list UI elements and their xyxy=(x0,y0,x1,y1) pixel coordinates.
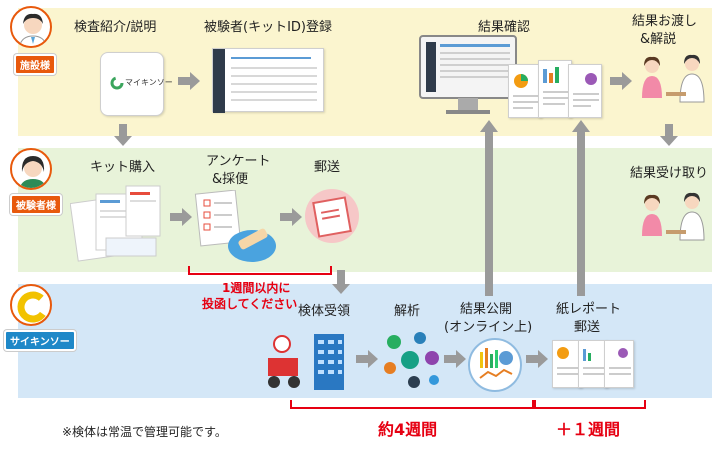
bacteria-analysis-icon xyxy=(384,332,439,388)
step-receive-results-label: 結果受け取り xyxy=(630,166,709,181)
deadline-note-line2: 投函してください xyxy=(202,297,298,311)
arrow-down-icon xyxy=(332,270,350,294)
plus-one-week-label: ＋１週間 xyxy=(556,420,621,439)
step-paper-report-label-2: 郵送 xyxy=(574,320,601,335)
step-handover-label-2: &解説 xyxy=(640,32,677,47)
report-page-3 xyxy=(568,64,602,118)
kit-package-icon xyxy=(70,185,161,262)
deadline-note-line1: 1週間以内に xyxy=(222,281,291,295)
paper-report-page-1 xyxy=(552,340,582,388)
mykinso-brochure: マイキンソー xyxy=(100,52,173,116)
footnote-room-temperature: ※検体は常温で管理可能です。 xyxy=(62,425,227,439)
monitor-icon xyxy=(419,35,517,114)
step-analysis-label: 解析 xyxy=(394,304,421,319)
step-survey-label-1: アンケート xyxy=(206,154,271,169)
arrow-right-icon xyxy=(280,208,302,226)
delivery-and-lab-icon xyxy=(268,334,344,390)
consultation-illustration xyxy=(642,54,705,103)
arrow-right-icon xyxy=(610,72,632,90)
step-mail-label: 郵送 xyxy=(314,160,341,175)
mykinso-logo-text: マイキンソー xyxy=(125,78,173,87)
mykinso-logo-icon xyxy=(110,76,124,90)
four-weeks-bracket xyxy=(290,400,534,409)
step-publish-label-2: (オンライン上) xyxy=(444,320,533,335)
arrow-down-icon xyxy=(660,124,678,146)
step-publish-label-1: 結果公開 xyxy=(460,302,513,317)
arrow-right-icon xyxy=(356,350,378,368)
saikinso-logo xyxy=(10,284,52,326)
step-kit-purchase-label: キット購入 xyxy=(90,160,156,175)
arrow-right-icon xyxy=(444,350,466,368)
arrow-right-icon xyxy=(178,72,200,90)
report-page-2 xyxy=(538,60,572,118)
about-four-weeks-label: 約4週間 xyxy=(378,420,438,439)
role-tag-facility: 施設様 xyxy=(14,54,56,75)
step-paper-report-label-1: 紙レポート xyxy=(556,302,622,317)
step-survey-label-2: &採便 xyxy=(212,172,249,187)
subject-avatar xyxy=(10,148,52,190)
step-result-check-label: 結果確認 xyxy=(478,20,531,35)
deadline-bracket xyxy=(188,266,332,275)
step-sample-receipt-label: 検体受領 xyxy=(298,304,351,319)
step-kit-intro-label: 検査紹介/説明 xyxy=(74,20,157,35)
survey-and-sampling-icon xyxy=(194,190,276,262)
arrow-right-icon xyxy=(170,208,192,226)
step-handover-label-1: 結果お渡し xyxy=(632,14,698,29)
registration-screen xyxy=(212,48,324,113)
arrow-up-icon xyxy=(480,120,498,296)
arrow-right-icon xyxy=(526,350,548,368)
arrow-down-icon xyxy=(114,124,132,146)
report-page-1 xyxy=(508,64,542,118)
one-week-bracket xyxy=(534,400,646,409)
role-tag-subject: 被験者様 xyxy=(10,194,62,215)
online-report-icon xyxy=(468,338,522,392)
paper-report-page-3 xyxy=(604,340,634,388)
mail-envelope-icon xyxy=(305,189,359,243)
receive-results-illustration xyxy=(642,192,705,241)
role-tag-saikinso: サイキンソー xyxy=(4,330,76,351)
facility-staff-avatar xyxy=(10,6,52,48)
arrow-up-icon xyxy=(572,120,590,296)
step-register-label: 被験者(キットID)登録 xyxy=(204,20,332,35)
